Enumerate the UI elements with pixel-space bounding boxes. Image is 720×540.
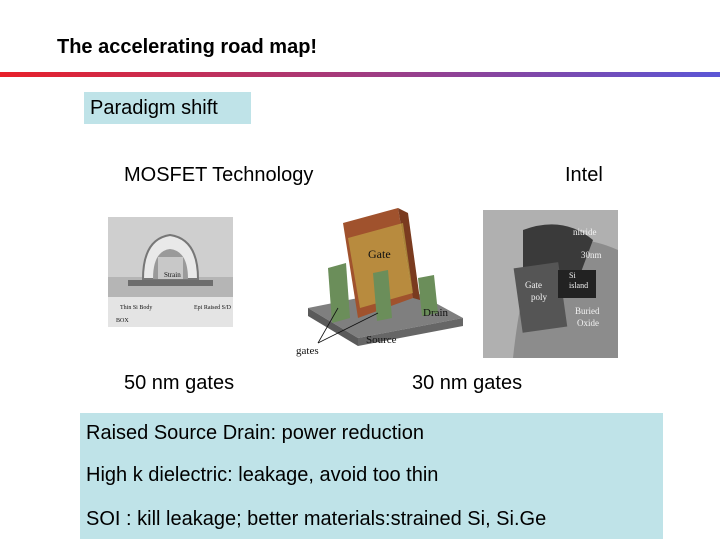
image3-label-island: island <box>569 281 588 290</box>
caption-30nm: 30 nm gates <box>412 372 523 394</box>
image3-label-gate: Gate <box>525 280 542 290</box>
bullet-high-k-dielectric: High k dielectric: leakage, avoid too th… <box>86 464 439 486</box>
image1-label-box: BOX <box>116 318 129 324</box>
caption-50nm: 50 nm gates <box>124 372 235 394</box>
mosfet-cross-section-image: Strain Thin Si Body Epi Raised S/D BOX <box>108 217 233 327</box>
image2-label-drain: Drain <box>423 307 449 319</box>
image1-label-epi-raised: Epi Raised S/D <box>194 305 232 311</box>
image3-label-30nm: 30nm <box>581 250 602 260</box>
image3-label-buried: Buried <box>575 306 600 316</box>
trigate-transistor-image: Gate Drain Source gates <box>288 208 468 358</box>
image1-label-thin-si-body: Thin Si Body <box>120 305 152 311</box>
image3-label-si: Si <box>569 271 576 280</box>
paradigm-shift-box: Paradigm shift <box>84 92 251 124</box>
intel-heading: Intel <box>565 164 603 186</box>
slide-title: The accelerating road map! <box>57 36 318 58</box>
bullet-raised-source-drain: Raised Source Drain: power reduction <box>86 422 424 444</box>
image2-label-source: Source <box>366 334 397 346</box>
bullet-box: Raised Source Drain: power reduction Hig… <box>80 413 663 539</box>
intel-tem-image: nitride 30nm Si island Gate poly Buried … <box>483 210 618 358</box>
image2-label-gates: gates <box>296 345 319 357</box>
image1-label-strain: Strain <box>164 271 181 279</box>
bullet-soi: SOI : kill leakage; better materials:str… <box>86 508 547 530</box>
title-divider <box>0 72 720 77</box>
image2-label-gate: Gate <box>368 247 391 261</box>
image3-label-nitride: nitride <box>573 227 597 237</box>
mosfet-technology-heading: MOSFET Technology <box>124 164 314 186</box>
image3-label-poly: poly <box>531 292 548 302</box>
image3-label-oxide: Oxide <box>577 318 599 328</box>
